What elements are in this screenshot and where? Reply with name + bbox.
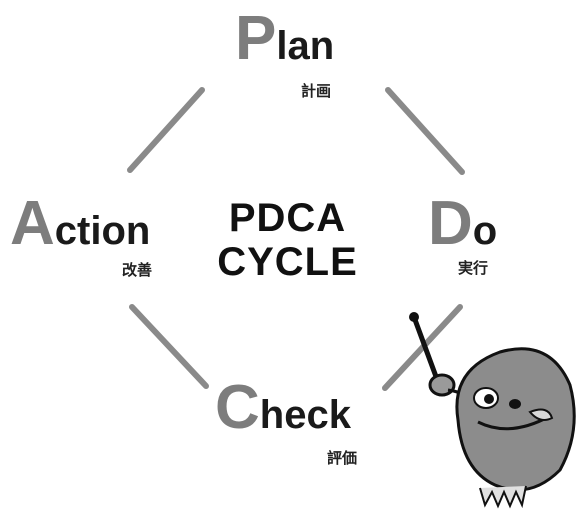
connector-check-action [129,304,209,389]
stage-action: Action 改善 [10,193,152,280]
center-title: PDCA CYCLE [200,196,375,284]
stage-do: Do 実行 [428,193,498,278]
stage-plan: Plan 計画 [235,8,335,101]
mascot-pointer-character-icon [409,312,576,509]
action-initial: A [10,189,55,258]
check-initial: C [215,373,260,442]
plan-rest: lan [276,24,335,68]
plan-initial: P [235,4,277,73]
connector-action-plan [127,87,205,173]
center-title-line2: CYCLE [217,240,358,284]
check-japanese: 評価 [327,449,358,467]
connector-plan-do [385,87,465,175]
stage-check: Check 評価 [215,377,357,468]
do-japanese: 実行 [458,259,489,277]
plan-japanese: 計画 [301,82,332,100]
do-initial: D [428,189,473,258]
check-rest: heck [259,393,351,437]
do-rest: o [472,209,498,253]
center-title-line1: PDCA [228,196,347,240]
action-rest: ction [54,209,151,253]
action-japanese: 改善 [122,261,153,279]
connector-do-check [382,304,463,391]
